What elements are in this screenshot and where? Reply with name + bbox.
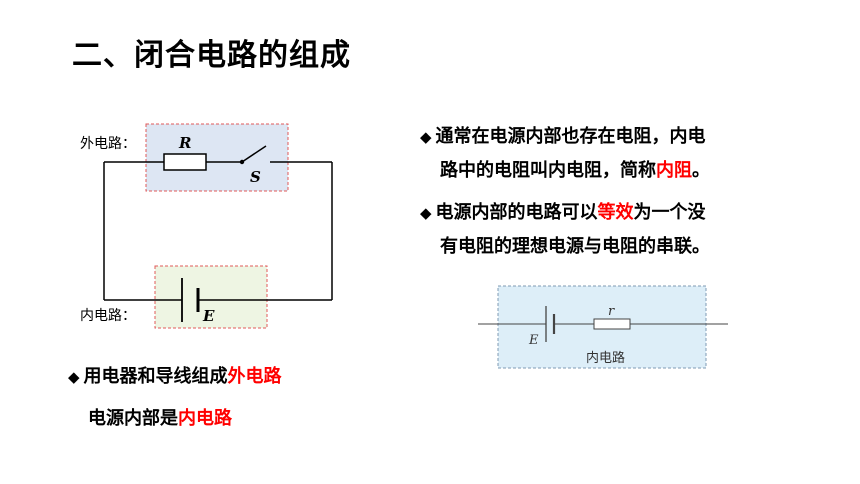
emf-E-label: E (528, 333, 539, 348)
resistor-r (593, 318, 631, 330)
bullet-text: 为一个没 (633, 202, 706, 223)
resistor-R-label: R (178, 134, 191, 152)
right-bullet-1: ◆通常在电源内部也存在电阻，内电 路中的电阻叫内电阻，简称内阻。 (420, 120, 820, 188)
left-bullet-1: ◆用电器和导线组成外电路 (68, 360, 282, 394)
inner-circuit-box (154, 265, 268, 329)
left-bullet-2: 电源内部是内电路 (88, 402, 232, 436)
resistor-r-label: r (608, 304, 615, 319)
diamond-bullet-icon: ◆ (420, 128, 432, 146)
bullet-text: 用电器和导线组成 (83, 366, 228, 387)
page-title: 二、闭合电路的组成 (72, 38, 351, 73)
switch-S-label: S (250, 168, 261, 186)
bullet-text: 。 (692, 160, 710, 181)
bullet-text: 路中的电阻叫内电阻，简称 (440, 160, 656, 181)
highlight-outer-circuit: 外电路 (227, 366, 282, 387)
inner-circuit-diagram: E r 内电路 (478, 285, 728, 369)
highlight-inner-circuit: 内电路 (178, 408, 232, 429)
bullet-text: 有电阻的理想电源与电阻的串联。 (440, 236, 710, 257)
highlight-equivalent: 等效 (597, 202, 634, 223)
diamond-bullet-icon: ◆ (68, 368, 80, 386)
right-bullet-2: ◆电源内部的电路可以等效为一个没 有电阻的理想电源与电阻的串联。 (420, 196, 820, 264)
switch-blade (241, 145, 267, 163)
diamond-bullet-icon: ◆ (420, 204, 432, 222)
bullet-text: 电源内部的电路可以 (435, 202, 598, 223)
inner-circuit-label: 内电路： (80, 308, 136, 324)
bullet-text: 通常在电源内部也存在电阻，内电 (435, 126, 706, 147)
circuit-diagram: 外电路： 内电路： R S E (80, 123, 333, 329)
highlight-internal-resistance: 内阻 (656, 160, 692, 181)
inner-circuit-caption: 内电路 (586, 350, 625, 366)
outer-circuit-label: 外电路： (80, 136, 136, 152)
resistor-R (163, 153, 207, 171)
bullet-text: 电源内部是 (88, 408, 178, 429)
emf-E-label: E (202, 307, 215, 325)
